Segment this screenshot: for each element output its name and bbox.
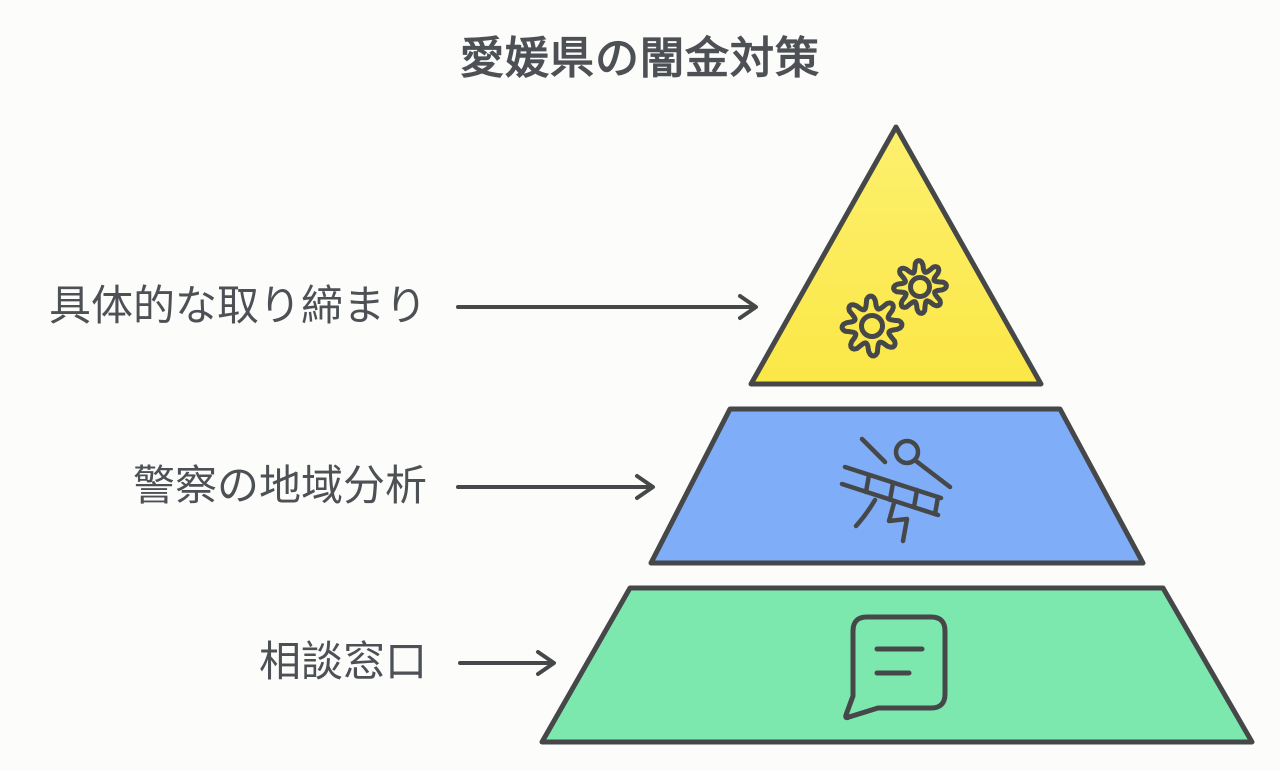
- arrow-bottom-level: [458, 650, 556, 676]
- label-top-level: 具体的な取り締まり: [48, 282, 427, 329]
- pyramid-bottom-section: [539, 585, 1255, 745]
- speech-bubble-icon: [843, 614, 948, 721]
- arrow-middle-level: [456, 474, 655, 500]
- arrow-top-level: [456, 294, 758, 320]
- crime-scene-tape-icon: [839, 436, 953, 544]
- page-title: 愛媛県の闇金対策: [460, 34, 820, 83]
- gears-icon: [839, 258, 949, 359]
- label-middle-level: 警察の地域分析: [132, 462, 427, 509]
- label-bottom-level: 相談窓口: [258, 638, 427, 685]
- pyramid-top-section: [748, 124, 1044, 387]
